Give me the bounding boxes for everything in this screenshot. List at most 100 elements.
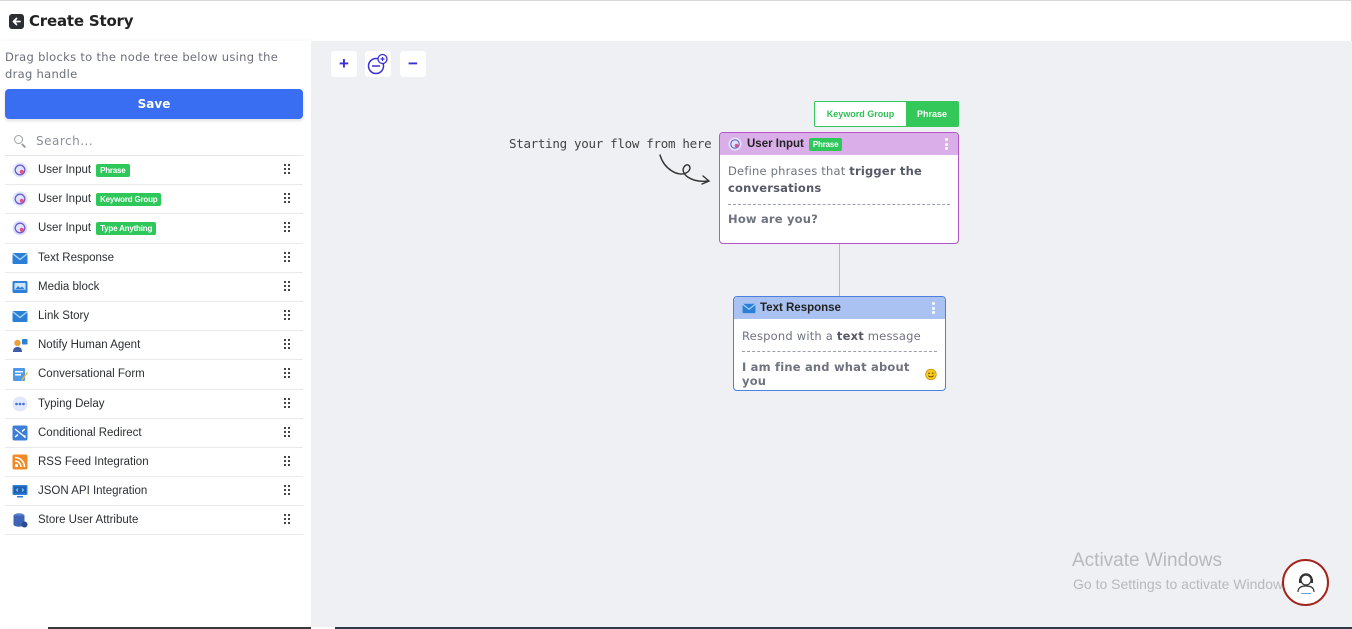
block-item-text-response[interactable]: Text Response — [5, 244, 303, 273]
node-title: User Input — [747, 138, 804, 150]
envelope-icon — [11, 249, 28, 266]
node-divider — [728, 204, 950, 205]
support-agent-icon — [1296, 572, 1315, 594]
drag-handle-icon[interactable] — [284, 339, 290, 350]
block-label: JSON API Integration — [38, 485, 148, 498]
drag-handle-icon[interactable] — [284, 397, 290, 408]
zoom-out-button[interactable]: − — [400, 51, 426, 77]
zoom-reset-button[interactable] — [365, 51, 391, 77]
block-item-typing-delay[interactable]: Typing Delay — [5, 390, 303, 419]
block-item-media-block[interactable]: Media block — [5, 273, 303, 302]
block-tag: Keyword Group — [96, 192, 162, 206]
trigger-type-toggle: Keyword Group Phrase — [814, 101, 959, 127]
top-bar: Create Story — [0, 0, 1352, 41]
drag-handle-icon[interactable] — [284, 485, 290, 496]
block-label: User Input — [38, 164, 92, 177]
user-input-icon — [11, 220, 28, 237]
node-description: Respond with a text message — [742, 329, 921, 343]
search-box — [5, 127, 303, 156]
smile-emoji-icon — [925, 368, 937, 380]
block-sidebar: Drag blocks to the node tree below using… — [0, 41, 311, 627]
drag-handle-icon[interactable] — [284, 193, 290, 204]
agent-icon — [11, 337, 28, 354]
block-item-json-api-integration[interactable]: JSON API Integration — [5, 477, 303, 507]
media-icon — [11, 278, 28, 295]
search-icon — [14, 135, 27, 148]
drag-handle-icon[interactable] — [284, 251, 290, 262]
block-label: RSS Feed Integration — [38, 455, 149, 468]
activate-windows-title: Activate Windows — [1072, 550, 1222, 571]
typing-dots-icon — [11, 395, 28, 412]
block-item-conditional-redirect[interactable]: Conditional Redirect — [5, 419, 303, 448]
save-button[interactable]: Save — [5, 89, 303, 119]
flow-canvas[interactable]: + − Keyword Group Phrase Starting your f… — [311, 41, 1352, 627]
block-label: Link Story — [38, 310, 90, 323]
node-phrase-value: How are you? — [728, 212, 819, 226]
drag-handle-icon[interactable] — [284, 280, 290, 291]
node-menu-icon[interactable] — [945, 138, 948, 150]
block-list: User Input Phrase User Input Keyword Gro… — [5, 156, 303, 536]
drag-handle-icon[interactable] — [284, 309, 290, 320]
node-title: Text Response — [760, 302, 841, 314]
block-tag: Type Anything — [96, 221, 157, 235]
database-icon — [11, 512, 28, 529]
node-description: Define phrases that trigger the conversa… — [728, 164, 923, 195]
curly-arrow-icon — [659, 154, 711, 185]
block-item-notify-human-agent[interactable]: Notify Human Agent — [5, 331, 303, 361]
block-item-conversational-form[interactable]: Conversational Form — [5, 360, 303, 390]
search-input[interactable] — [36, 134, 276, 148]
block-label: Conditional Redirect — [38, 426, 142, 439]
drag-handle-icon[interactable] — [284, 368, 290, 379]
node-connector — [839, 244, 840, 297]
toggle-phrase[interactable]: Phrase — [906, 102, 958, 126]
block-item-user-input-type-anything[interactable]: User Input Type Anything — [5, 214, 303, 244]
redirect-icon — [11, 424, 28, 441]
activate-windows-subtitle: Go to Settings to activate Windows. — [1073, 576, 1294, 592]
block-item-user-input-phrase[interactable]: User Input Phrase — [5, 156, 303, 186]
block-item-store-user-attribute[interactable]: Store User Attribute — [5, 506, 303, 536]
api-monitor-icon — [11, 483, 28, 500]
user-input-icon — [11, 162, 28, 179]
zoom-in-button[interactable]: + — [331, 51, 357, 77]
block-label: Typing Delay — [38, 397, 105, 410]
block-label: Media block — [38, 280, 100, 293]
node-header: Text Response — [734, 297, 945, 319]
form-icon — [11, 366, 28, 383]
user-input-icon — [728, 137, 742, 151]
node-menu-icon[interactable] — [932, 302, 935, 314]
block-item-user-input-keyword-group[interactable]: User Input Keyword Group — [5, 185, 303, 215]
node-header: User Input Phrase — [720, 133, 958, 155]
toggle-keyword-group[interactable]: Keyword Group — [815, 102, 906, 126]
block-label: Text Response — [38, 251, 115, 264]
user-input-node[interactable]: User Input Phrase Define phrases that tr… — [719, 132, 959, 244]
envelope-icon — [742, 303, 756, 314]
block-item-rss-feed-integration[interactable]: RSS Feed Integration — [5, 448, 303, 478]
support-chat-button[interactable] — [1282, 559, 1329, 606]
block-label: Notify Human Agent — [38, 339, 141, 352]
block-tag: Phrase — [96, 163, 130, 177]
page-title: Create Story — [29, 12, 134, 30]
block-label: Conversational Form — [38, 368, 145, 381]
drag-handle-icon[interactable] — [284, 455, 290, 466]
rss-icon — [11, 453, 28, 470]
user-input-icon — [11, 191, 28, 208]
drag-handle-icon[interactable] — [284, 222, 290, 233]
drag-handle-icon[interactable] — [284, 426, 290, 437]
node-divider — [742, 351, 937, 352]
zoom-fit-icon — [367, 53, 388, 75]
block-label: Store User Attribute — [38, 514, 139, 527]
back-arrow-icon[interactable] — [9, 13, 24, 29]
link-envelope-icon — [11, 308, 28, 325]
taskbar-edge-right — [335, 627, 1352, 629]
node-tag: Phrase — [808, 137, 843, 151]
text-response-node[interactable]: Text Response Respond with a text messag… — [733, 296, 946, 391]
drag-hint-text: Drag blocks to the node tree below using… — [5, 50, 279, 81]
block-label: User Input — [38, 222, 92, 235]
node-response-value: I am fine and what about you — [734, 352, 945, 388]
drag-handle-icon[interactable] — [284, 514, 290, 525]
block-label: User Input — [38, 193, 92, 206]
taskbar-edge-left — [48, 627, 311, 629]
start-hint: Starting your flow from here — [509, 136, 712, 151]
drag-handle-icon[interactable] — [284, 164, 290, 174]
block-item-link-story[interactable]: Link Story — [5, 302, 303, 332]
